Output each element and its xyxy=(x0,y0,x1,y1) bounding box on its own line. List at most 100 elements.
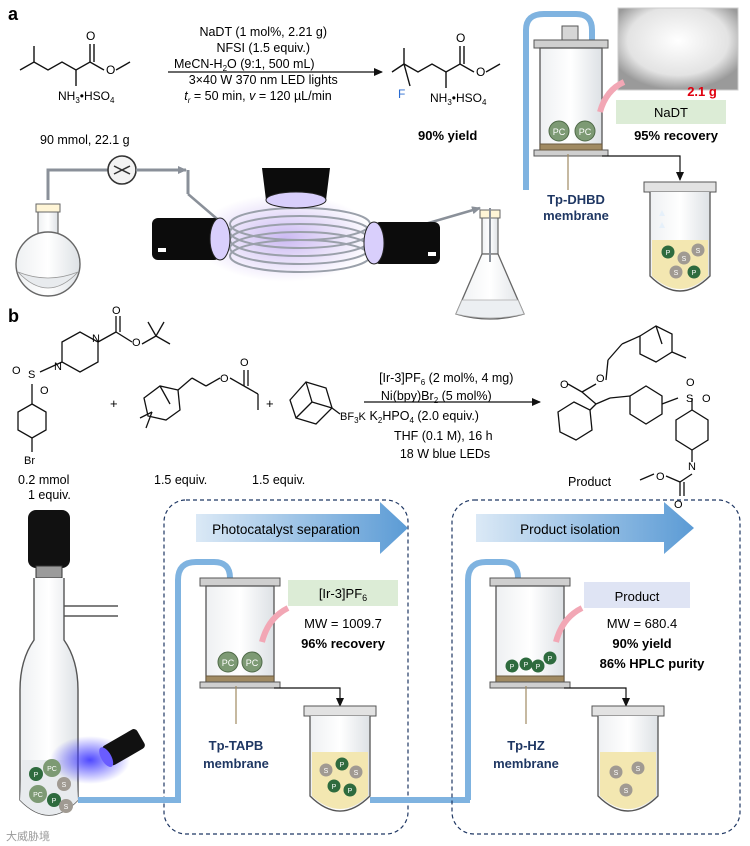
s-ball-label: S xyxy=(636,766,641,773)
pc-label-2: PC xyxy=(579,127,592,137)
pc-ball-label: PC xyxy=(33,792,43,799)
p-ball-label: P xyxy=(666,250,671,257)
step1-title: Photocatalyst separation xyxy=(212,522,360,537)
reagent-3-equiv: 1.5 equiv. xyxy=(252,473,305,487)
p-ball-label: P xyxy=(536,664,541,671)
flow-setup xyxy=(15,155,525,320)
catalyst-photo xyxy=(617,7,739,91)
tubing-inlet xyxy=(46,168,108,200)
atom-o-2: O xyxy=(132,337,141,349)
s-ball-label: S xyxy=(682,256,687,263)
product-o-1: O xyxy=(596,373,605,385)
reactant-carbonyl-o: O xyxy=(86,29,95,43)
atom-n-2: N xyxy=(92,333,100,345)
membrane-label-a-2: membrane xyxy=(543,208,609,223)
catalyst-mass: 2.1 g xyxy=(687,84,717,99)
outlet-arrow-a xyxy=(602,155,684,181)
atom-o-3: O xyxy=(12,365,21,377)
atom-n-1: N xyxy=(54,361,62,373)
step2-mw: MW = 680.4 xyxy=(607,616,677,631)
step1-arrow-banner xyxy=(196,502,408,554)
reaction-conditions-b: [Ir-3]PF6 (2 mol%, 4 mg) Ni(bpy)Br2 (5 m… xyxy=(370,371,517,461)
p-ball-label: P xyxy=(340,762,345,769)
pc-label-b1: PC xyxy=(222,658,235,668)
bf3k-label: BF3K xyxy=(340,411,367,425)
catalyst-badge xyxy=(616,100,726,124)
recovery-a: 95% recovery xyxy=(634,128,719,143)
s-ball-label: S xyxy=(354,770,359,777)
atom-s: S xyxy=(28,369,35,381)
membrane-label-b1-2: membrane xyxy=(203,756,269,771)
s-ball-label: S xyxy=(674,270,679,277)
test-tube-a: P S S S P xyxy=(643,181,717,292)
reactant-amine: NH3•HSO4 xyxy=(58,89,115,105)
step1-catalyst-badge xyxy=(288,580,398,606)
led-lamp-left xyxy=(152,217,231,261)
photocatalyst-balls-a: PC PC xyxy=(548,120,596,142)
watermark: 大威胁境 xyxy=(6,829,50,843)
product-o-5: O xyxy=(674,499,683,511)
product-ester-o: O xyxy=(476,65,485,79)
atom-o-5: O xyxy=(220,373,229,385)
product-o-6: O xyxy=(656,471,665,483)
panel-b-label: b xyxy=(8,306,19,326)
product-ome-bond xyxy=(485,63,501,73)
pink-arrow-b1 xyxy=(259,605,290,643)
product-o-2: O xyxy=(560,379,569,391)
step2-purity: 86% HPLC purity xyxy=(600,656,706,671)
product-o-3: O xyxy=(702,393,711,405)
membrane-disc-b2 xyxy=(495,675,565,683)
test-tube-b1: S P S P P xyxy=(303,705,377,812)
product-structure-b xyxy=(557,325,709,496)
p-ball-label: P xyxy=(524,662,529,669)
membrane-label-b1-1: Tp-TAPB xyxy=(209,738,264,753)
atom-o-1: O xyxy=(112,305,121,317)
step2-frame xyxy=(451,499,741,835)
s-ball-label: S xyxy=(696,248,701,255)
panel-a-label: a xyxy=(8,4,19,24)
led-lamp-top xyxy=(262,168,330,209)
reactant-ome-bond xyxy=(115,61,131,71)
reagent-2-equiv: 1.5 equiv. xyxy=(154,473,207,487)
flow-line-b-4 xyxy=(465,559,521,800)
atom-br: Br xyxy=(24,455,35,467)
product-amine: NH3•HSO4 xyxy=(430,91,487,107)
outlet-arrow-b1 xyxy=(274,687,344,707)
collection-flask xyxy=(455,208,525,320)
flow-line-a xyxy=(523,11,595,190)
reagent-2-structure xyxy=(139,370,259,429)
membrane-label-b2-2: membrane xyxy=(493,756,559,771)
s-ball-label: S xyxy=(62,782,67,789)
membrane-label-a-1: Tp-DHBD xyxy=(547,192,605,207)
outlet-arrow-b2 xyxy=(564,687,630,707)
fluoro-atom: F xyxy=(398,87,405,101)
s-ball-label: S xyxy=(614,770,619,777)
pink-arrow-a xyxy=(597,79,626,113)
membrane-disc-a xyxy=(539,143,603,151)
yield-a: 90% yield xyxy=(418,128,477,143)
reagent-1-equiv: 1 equiv. xyxy=(28,488,71,502)
plus-1: + xyxy=(110,396,118,411)
pc-label-1: PC xyxy=(553,127,566,137)
step2-arrow-banner xyxy=(476,502,694,554)
photocatalyst-separation-step: Photocatalyst separation PC PC Tp-TAPB m… xyxy=(162,499,409,835)
substrate-amount: 90 mmol, 22.1 g xyxy=(40,133,130,147)
led-lamp-right xyxy=(363,221,440,265)
round-bottom-flask xyxy=(15,203,81,297)
reaction-conditions-a: NaDT (1 mol%, 2.21 g) NFSI (1.5 equiv.) … xyxy=(174,25,341,105)
s-ball-label: S xyxy=(624,788,629,795)
atom-o-4: O xyxy=(40,385,49,397)
pc-ball-label: PC xyxy=(47,766,57,773)
photoreactor-vial: P PC S PC P S xyxy=(19,510,145,816)
product-label-b: Product xyxy=(568,475,612,489)
plus-2: + xyxy=(266,396,274,411)
product-n: N xyxy=(688,461,696,473)
step1-frame xyxy=(163,499,409,835)
blue-led-lamp xyxy=(99,729,145,767)
membrane-label-b2-1: Tp-HZ xyxy=(507,738,545,753)
reactant-structure xyxy=(19,44,105,86)
step1-recovery: 96% recovery xyxy=(301,636,386,651)
step2-label: Product xyxy=(615,589,660,604)
panel-a: a O O NH3•HSO4 NaDT (1 mol%, 2.21 g) NFS… xyxy=(8,4,739,320)
